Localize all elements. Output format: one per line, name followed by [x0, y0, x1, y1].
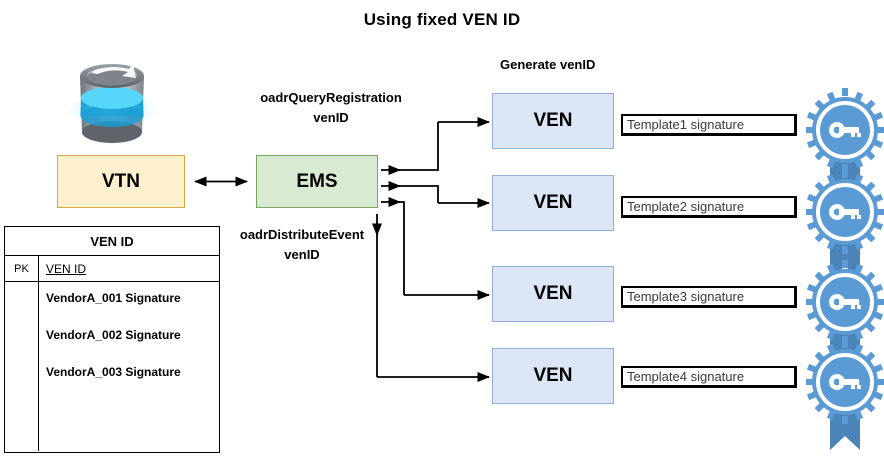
node-ven-3-label: VEN [533, 283, 573, 304]
template-signature-chip-4[interactable]: Template4 signature [621, 366, 797, 388]
edge-label-distribute-event-line1: oadrDistributeEvent [239, 227, 365, 242]
node-vtn-label: VTN [102, 170, 140, 192]
edge-label-distribute-event: oadrDistributeEvent venID [212, 225, 392, 265]
node-ven-4[interactable]: VEN [492, 348, 614, 404]
key-certificate-badge-icon-2 [806, 170, 884, 280]
template-signature-chip-2[interactable]: Template2 signature [621, 196, 797, 218]
database-bucket-icon [66, 64, 158, 143]
template-signature-chip-1[interactable]: Template1 signature [621, 114, 797, 136]
page-title: Using fixed VEN ID [363, 10, 521, 29]
key-certificate-badge-icon-4 [806, 340, 884, 450]
node-ems-label: EMS [296, 170, 338, 192]
connector-ems-ven4 [371, 214, 491, 383]
edge-label-query-registration-line2: venID [313, 110, 349, 125]
ven-id-table-key-row: PK VEN ID [5, 256, 219, 282]
node-ven-3[interactable]: VEN [492, 266, 614, 322]
node-ven-2-label: VEN [533, 192, 573, 213]
node-ven-2[interactable]: VEN [492, 175, 614, 231]
ven-id-table-rows: VendorA_001 Signature VendorA_002 Signat… [39, 282, 219, 451]
edge-label-distribute-event-line2: venID [284, 247, 320, 262]
connector-ems-ven3 [381, 196, 491, 301]
node-vtn[interactable]: VTN [57, 155, 185, 208]
ven-id-table-pk-marker: PK [5, 256, 39, 281]
node-ven-1[interactable]: VEN [492, 93, 614, 149]
key-certificate-badge-icon-3 [806, 260, 884, 370]
table-row: VendorA_001 Signature [46, 291, 181, 305]
node-ems[interactable]: EMS [256, 155, 378, 208]
label-generate-venid: Generate venID [500, 57, 596, 72]
connector-ems-ven2 [381, 180, 491, 209]
ven-id-table-key-column: VEN ID [46, 261, 87, 276]
connector-ems-ven1 [381, 116, 491, 176]
edge-label-query-registration: oadrQueryRegistration venID [216, 88, 446, 128]
key-certificate-badge-icon-1 [806, 88, 884, 198]
table-row: VendorA_003 Signature [46, 365, 181, 379]
ven-id-table-body: VendorA_001 Signature VendorA_002 Signat… [5, 282, 219, 451]
table-row: VendorA_002 Signature [46, 328, 181, 342]
ven-id-table: VEN ID PK VEN ID VendorA_001 Signature V… [4, 226, 220, 453]
node-ven-4-label: VEN [533, 365, 573, 386]
edge-label-query-registration-line1: oadrQueryRegistration [260, 90, 402, 105]
ven-id-table-gutter [5, 282, 39, 451]
template-signature-chip-3[interactable]: Template3 signature [621, 286, 797, 308]
ven-id-table-header: VEN ID [5, 227, 219, 256]
node-ven-1-label: VEN [533, 110, 573, 131]
